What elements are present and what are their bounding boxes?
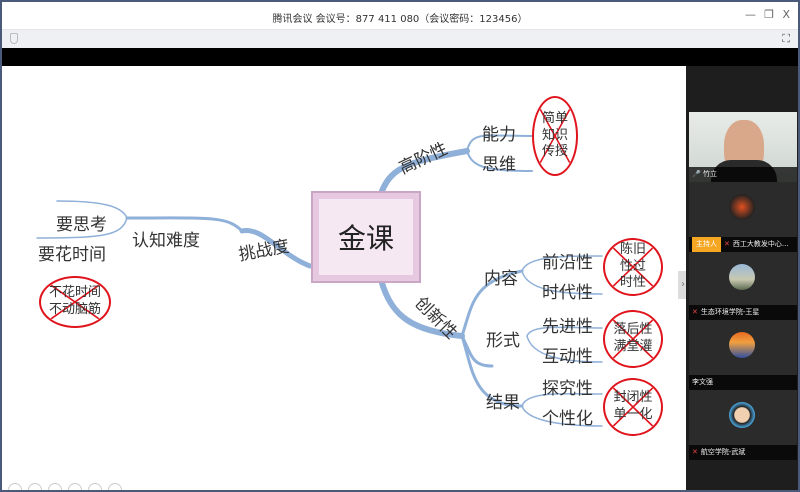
- node-content: 内容: [484, 269, 518, 289]
- node-cognitive: 认知难度: [132, 231, 200, 251]
- node-explore: 探究性: [542, 379, 593, 399]
- node-result: 结果: [486, 393, 520, 413]
- shield-icon[interactable]: [10, 33, 18, 44]
- avatar: [729, 332, 755, 358]
- participant-panel: 🎤 竹立 主持人✕西工大教发中心... ✕生态环境学院-王星 李文强 ✕航空学院…: [686, 66, 798, 490]
- crossed-text: 落后性: [613, 322, 653, 338]
- participant-name: 航空学院-武斌: [700, 448, 746, 456]
- cross-icon: [612, 247, 654, 287]
- node-time: 要花时间: [38, 245, 106, 265]
- cross-icon: [612, 387, 654, 427]
- node-form: 形式: [486, 331, 520, 351]
- participant-name: 李文强: [692, 378, 713, 386]
- branch-challenge: [239, 228, 313, 269]
- control-button[interactable]: [8, 483, 22, 490]
- cross-icon: [612, 319, 654, 359]
- crossed-text: 陈旧: [619, 241, 646, 257]
- participant-tile[interactable]: 🎤 竹立: [689, 112, 797, 182]
- crossed-text: 时性: [619, 275, 646, 291]
- window-title: 腾讯会议 会议号：877 411 080（会议密码：123456）: [272, 14, 528, 25]
- crossed-lag: 落后性满堂灌: [603, 310, 663, 368]
- participant-tile[interactable]: 李文强: [689, 320, 797, 390]
- share-top-bar: [2, 48, 798, 66]
- participant-name: 竹立: [702, 170, 717, 178]
- collapse-panel-button[interactable]: ›: [678, 271, 688, 299]
- node-frontier: 前沿性: [542, 253, 593, 273]
- title-bar: 腾讯会议 会议号：877 411 080（会议密码：123456） — ❐ X: [2, 2, 798, 30]
- avatar: [729, 264, 755, 290]
- participant-tile[interactable]: 主持人✕西工大教发中心...: [689, 182, 797, 252]
- crossed-text: 性过: [619, 258, 646, 274]
- crossed-text: 满堂灌: [613, 339, 653, 354]
- control-button[interactable]: [48, 483, 62, 490]
- mic-muted-icon: ✕: [692, 448, 698, 456]
- fullscreen-icon[interactable]: ⛶: [782, 32, 790, 45]
- crossed-text: 单一化: [613, 407, 653, 422]
- node-think: 要思考: [56, 215, 107, 235]
- crossed-text: 不花时间: [48, 285, 101, 301]
- node-interactive: 互动性: [542, 347, 593, 367]
- mic-muted-icon: ✕: [724, 240, 730, 248]
- participant-tile[interactable]: ✕生态环境学院-王星: [689, 252, 797, 320]
- node-ability: 能力: [482, 125, 516, 145]
- avatar: [729, 194, 755, 220]
- branch-innovation: [379, 280, 465, 339]
- avatar: [729, 402, 755, 428]
- cross-icon: [539, 108, 571, 164]
- shared-slide: 金课 高阶性 能力 思维 挑战度 认知难度 要思考 要花时间 创新性 内容 前沿…: [2, 66, 688, 490]
- node-advanced: 先进性: [542, 317, 593, 337]
- crossed-old: 陈旧性过时性: [603, 238, 663, 296]
- mindmap-branches: [36, 134, 603, 427]
- crossed-text: 不动脑筋: [48, 302, 101, 317]
- control-button[interactable]: [88, 483, 102, 490]
- control-button[interactable]: [108, 483, 122, 490]
- crossed-text: 简单: [541, 110, 568, 126]
- node-personal: 个性化: [542, 409, 593, 429]
- crossed-text: 传授: [541, 144, 568, 160]
- control-button[interactable]: [68, 483, 82, 490]
- minimize-button[interactable]: —: [745, 8, 756, 21]
- participant-tile[interactable]: ✕航空学院-武斌: [689, 390, 797, 460]
- cross-icon: [50, 284, 100, 320]
- crossed-nothink: 不花时间不动脑筋: [39, 276, 111, 328]
- host-badge: 主持人: [692, 237, 721, 252]
- crossed-text: 封闭性: [613, 390, 653, 406]
- toolbar: ⛶: [2, 30, 798, 48]
- participant-name: 西工大教发中心...: [732, 240, 789, 248]
- crossed-text: 知识: [541, 127, 568, 143]
- center-node: 金课: [311, 191, 421, 283]
- crossed-simple: 简单知识传授: [532, 96, 578, 176]
- mic-muted-icon: ✕: [692, 308, 698, 316]
- node-era: 时代性: [542, 283, 593, 303]
- branch-cognitive: [125, 216, 244, 233]
- control-button[interactable]: [28, 483, 42, 490]
- mic-icon: 🎤: [692, 170, 703, 178]
- close-button[interactable]: X: [782, 8, 790, 21]
- node-thinking: 思维: [482, 155, 516, 175]
- crossed-closed: 封闭性单一化: [603, 378, 663, 436]
- branch-high: [379, 148, 470, 194]
- participant-name: 生态环境学院-王星: [700, 308, 760, 316]
- restore-button[interactable]: ❐: [764, 8, 774, 21]
